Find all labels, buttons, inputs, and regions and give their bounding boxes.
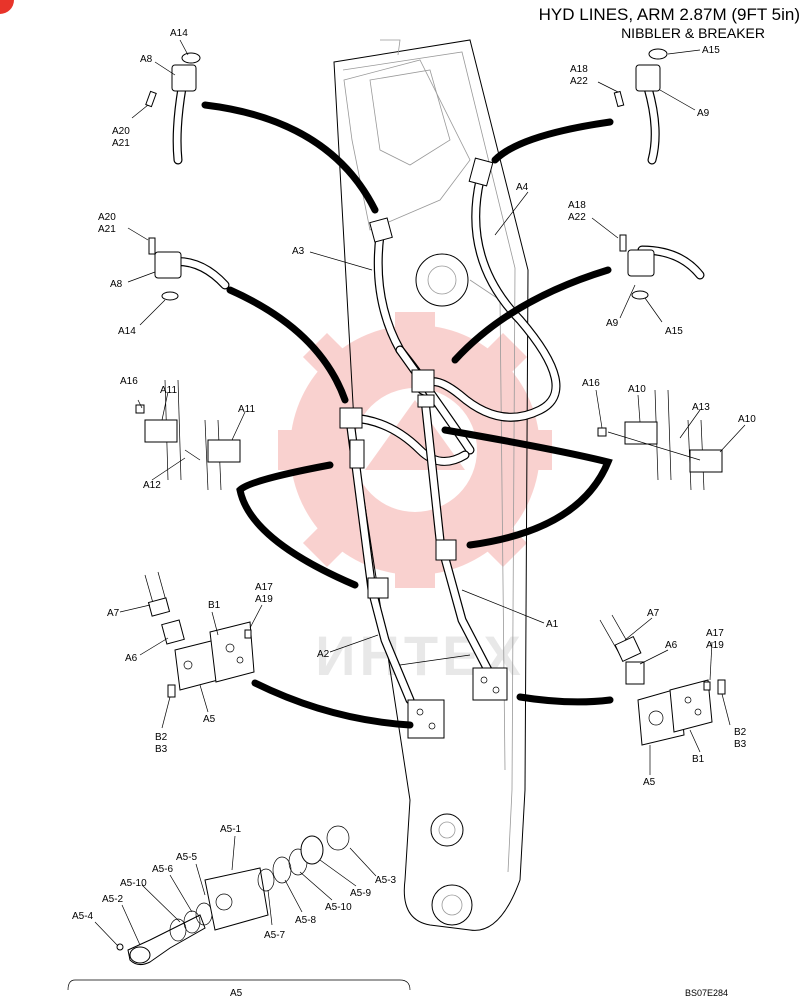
label-a5-7: A5-7 bbox=[264, 930, 286, 941]
label-a5-8: A5-8 bbox=[295, 915, 317, 926]
label-b2: B2 bbox=[734, 727, 747, 738]
label-a6: A6 bbox=[665, 640, 678, 651]
label-a19: A19 bbox=[255, 594, 273, 605]
label-a17: A17 bbox=[706, 628, 724, 639]
label-a18: A18 bbox=[568, 200, 586, 211]
detail-clamp-right bbox=[595, 389, 746, 491]
label-a11: A11 bbox=[238, 404, 255, 415]
detail-top-left bbox=[131, 39, 201, 165]
label-a20: A20 bbox=[112, 126, 130, 137]
callout-arcs bbox=[201, 101, 614, 729]
detail-mid-right bbox=[591, 217, 705, 323]
detail-block-right bbox=[599, 614, 731, 775]
label-a7: A7 bbox=[647, 608, 660, 619]
label-a4: A4 bbox=[516, 182, 529, 193]
label-a11: A11 bbox=[160, 385, 177, 396]
detail-block-left bbox=[119, 571, 263, 729]
label-a10: A10 bbox=[628, 384, 646, 395]
label-a5-5: A5-5 bbox=[176, 852, 198, 863]
label-a8: A8 bbox=[140, 54, 153, 65]
label-a20: A20 bbox=[98, 212, 116, 223]
label-a5-9: A5-9 bbox=[350, 888, 372, 899]
label-a1: A1 bbox=[546, 619, 559, 630]
label-a21: A21 bbox=[112, 138, 130, 149]
label-a9: A9 bbox=[606, 318, 619, 329]
hose-a4 bbox=[420, 175, 561, 422]
label-a3: A3 bbox=[292, 246, 305, 257]
label-a21: A21 bbox=[98, 224, 116, 235]
label-a16: A16 bbox=[120, 376, 138, 387]
label-a8: A8 bbox=[110, 279, 123, 290]
label-a5-3: A5-3 bbox=[375, 875, 397, 886]
label-a15: A15 bbox=[702, 45, 720, 56]
label-b1: B1 bbox=[208, 600, 221, 611]
label-a18: A18 bbox=[570, 64, 588, 75]
label-a5: A5 bbox=[203, 714, 216, 725]
label-a5: A5 bbox=[643, 777, 656, 788]
label-a5-4: A5-4 bbox=[72, 911, 94, 922]
label-a17: A17 bbox=[255, 582, 273, 593]
label-a22: A22 bbox=[570, 76, 588, 87]
drawing-code: BS07E284 bbox=[685, 988, 728, 998]
detail-top-right bbox=[597, 48, 701, 165]
label-a5-1: A5-1 bbox=[220, 824, 242, 835]
label-a19: A19 bbox=[706, 640, 724, 651]
label-a5-10: A5-10 bbox=[325, 902, 352, 913]
label-a14: A14 bbox=[118, 326, 136, 337]
label-b3: B3 bbox=[155, 744, 168, 755]
hose-a2 bbox=[345, 413, 470, 705]
label-a15: A15 bbox=[665, 326, 683, 337]
arm-body bbox=[333, 39, 529, 931]
label-a5-assembly: A5 bbox=[230, 988, 243, 999]
label-a12: A12 bbox=[143, 480, 161, 491]
label-a2: A2 bbox=[317, 649, 330, 660]
label-b2: B2 bbox=[155, 732, 168, 743]
leader-lines bbox=[309, 191, 545, 666]
label-a5-10: A5-10 bbox=[120, 878, 147, 889]
label-a6: A6 bbox=[125, 653, 138, 664]
hose-a1 bbox=[420, 395, 493, 675]
detail-mid-left bbox=[127, 227, 230, 326]
corner-badge-icon bbox=[0, 0, 14, 14]
label-a22: A22 bbox=[568, 212, 586, 223]
label-a10: A10 bbox=[738, 414, 756, 425]
detail-clamp-left bbox=[135, 379, 246, 491]
arm-fittings bbox=[339, 157, 508, 739]
label-a5-6: A5-6 bbox=[152, 864, 174, 875]
label-b3: B3 bbox=[734, 739, 747, 750]
label-a5-2: A5-2 bbox=[102, 894, 124, 905]
label-b1: B1 bbox=[692, 754, 705, 765]
part-labels: A14 A8 A20 A21 A15 A18 A22 A9 A4 A3 A20 … bbox=[72, 28, 756, 999]
label-a7: A7 bbox=[107, 608, 120, 619]
diagram-title: HYD LINES, ARM 2.87M (9FT 5in) bbox=[539, 5, 800, 24]
label-a14: A14 bbox=[170, 28, 188, 39]
label-a16: A16 bbox=[582, 378, 600, 389]
label-a13: A13 bbox=[692, 402, 710, 413]
detail-exploded-a5 bbox=[67, 825, 411, 991]
diagram-subtitle: NIBBLER & BREAKER bbox=[621, 25, 765, 41]
label-a9: A9 bbox=[697, 108, 710, 119]
